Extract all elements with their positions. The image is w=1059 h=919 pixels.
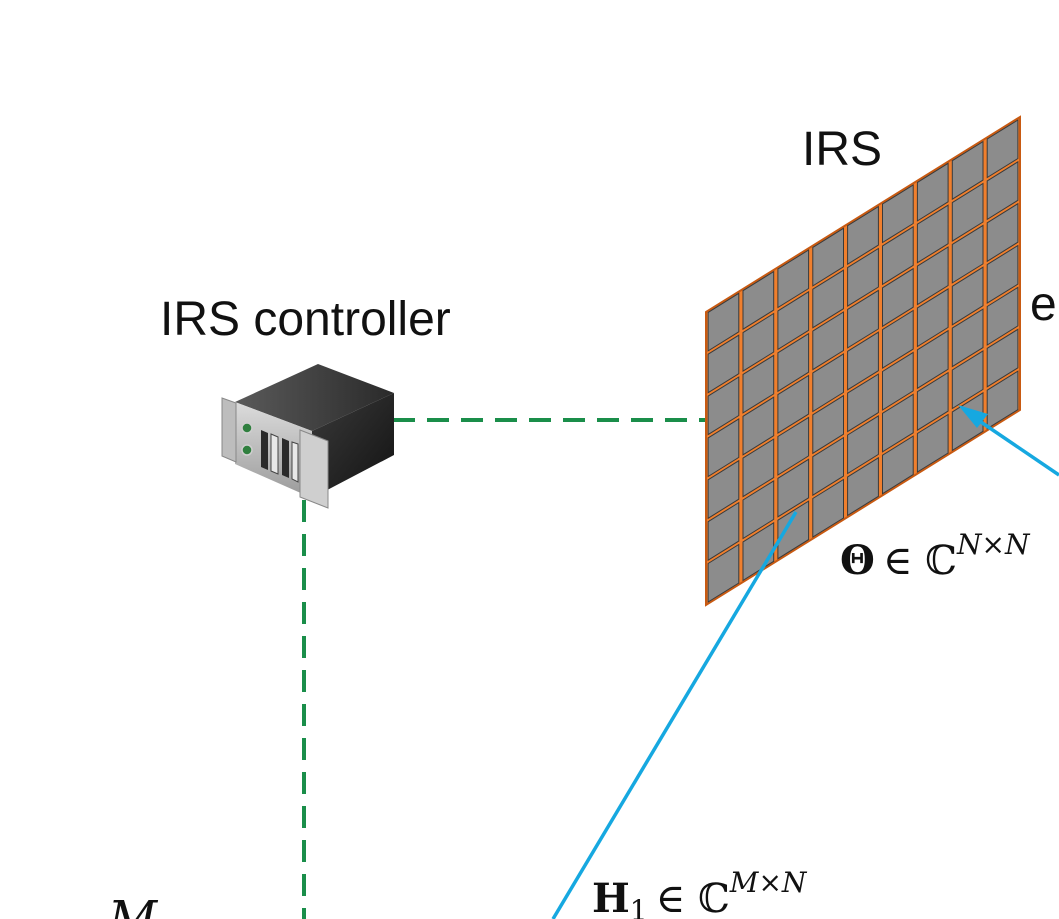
irs-element — [916, 246, 949, 306]
h1-channel-link — [551, 511, 798, 919]
irs-element — [707, 334, 740, 394]
reflect-link-arrow — [958, 405, 1059, 477]
irs-element — [707, 459, 740, 520]
irs-element — [882, 267, 914, 328]
irs-element — [847, 331, 879, 391]
irs-element — [951, 224, 984, 284]
irs-panel — [705, 115, 1021, 607]
theta-equation: Θ∈ ℂN×N — [840, 528, 1031, 584]
irs-element — [707, 501, 740, 562]
h1-subscript: 1 — [630, 894, 648, 919]
irs-element — [847, 247, 879, 307]
irs-element — [951, 308, 984, 368]
irs-element — [742, 312, 775, 372]
irs-element — [777, 500, 810, 560]
irs-element — [742, 354, 775, 414]
irs-element — [986, 286, 1019, 346]
irs-element — [777, 249, 810, 309]
irs-element — [742, 521, 775, 582]
irs-element — [812, 436, 844, 497]
irs-elements — [707, 119, 1019, 603]
irs-element — [707, 418, 740, 478]
irs-element — [707, 292, 740, 352]
irs-element — [882, 435, 914, 495]
h1-exponent: M×N — [729, 866, 808, 899]
theta-symbol: Θ — [840, 537, 875, 584]
irs-element — [742, 438, 775, 498]
irs-element — [812, 478, 844, 538]
irs-element — [951, 350, 984, 410]
irs-element — [707, 376, 740, 436]
irs-element — [882, 393, 914, 453]
irs-element — [916, 413, 949, 473]
irs-controller-label: IRS controller — [160, 293, 451, 346]
irs-controller-server-icon — [221, 364, 394, 509]
irs-element — [882, 309, 914, 369]
irs-element — [916, 204, 949, 264]
theta-exponent: N×N — [956, 528, 1031, 561]
theta-relation: ∈ ℂ — [883, 538, 957, 584]
irs-element — [951, 140, 984, 201]
irs-element — [986, 370, 1019, 430]
irs-element — [777, 458, 810, 518]
irs-element — [916, 371, 949, 432]
irs-element — [812, 353, 844, 413]
irs-element — [916, 288, 949, 348]
irs-element — [847, 205, 879, 266]
irs-element — [812, 394, 844, 455]
irs-label: IRS — [802, 123, 882, 176]
irs-element — [742, 396, 775, 456]
element-label-partial: e — [1030, 278, 1057, 331]
irs-element — [847, 373, 879, 433]
irs-element — [777, 416, 810, 476]
h1-equation: H1 ∈ ℂM×N — [592, 866, 808, 919]
irs-element — [847, 456, 879, 517]
irs-element — [986, 119, 1019, 179]
irs-element — [951, 266, 984, 326]
irs-element — [812, 311, 844, 371]
irs-element — [777, 290, 810, 351]
irs-element — [882, 184, 914, 244]
irs-element — [707, 543, 740, 603]
h1-relation: ∈ ℂ — [656, 876, 730, 919]
irs-element — [916, 329, 949, 390]
irs-element — [742, 480, 775, 540]
h1-symbol: H — [592, 875, 630, 919]
irs-element — [951, 182, 984, 242]
irs-element — [777, 374, 810, 434]
irs-element — [986, 202, 1019, 263]
irs-element — [916, 162, 949, 222]
irs-element — [882, 351, 914, 411]
irs-element — [812, 227, 844, 287]
irs-element — [847, 289, 879, 349]
irs-element — [812, 269, 844, 329]
irs-element — [882, 225, 914, 286]
irs-element — [986, 328, 1019, 388]
irs-element — [777, 332, 810, 393]
m-label-partial: M — [107, 891, 159, 919]
irs-element — [742, 270, 775, 331]
irs-element — [986, 160, 1019, 221]
irs-element — [847, 415, 879, 475]
irs-element — [986, 244, 1019, 304]
